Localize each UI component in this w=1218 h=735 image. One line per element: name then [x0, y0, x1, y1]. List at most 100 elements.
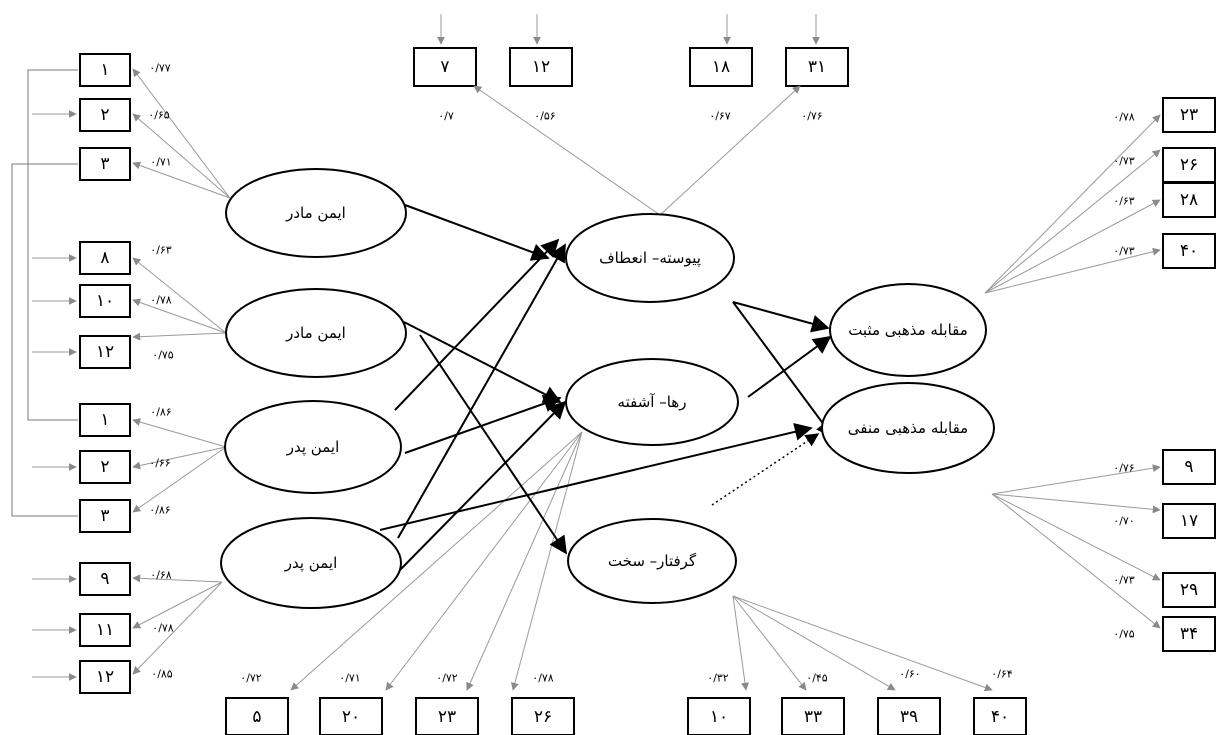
- loading-value: ۰/۷۷: [149, 62, 171, 75]
- left-error-arrows: [32, 110, 77, 681]
- loading-value: ۰/۷۸: [150, 294, 172, 307]
- latent-captured-rigid: گرفتار– سخت: [567, 518, 737, 604]
- latent-father-2: ایمن پدر: [220, 517, 402, 609]
- loading-value: ۰/۷۱: [339, 672, 360, 685]
- svg-text:۱۰: ۱۰: [710, 707, 728, 727]
- svg-text:مقابله مذهبی منفی: مقابله مذهبی منفی: [848, 419, 968, 437]
- bottom-indicator: ۳۳: [781, 697, 845, 735]
- latent-mother-1: ایمن مادر: [225, 168, 407, 258]
- svg-text:۱۸: ۱۸: [712, 57, 730, 77]
- bottom-indicator: ۳۹: [877, 697, 941, 735]
- left-indicator: ۱: [79, 403, 131, 437]
- latent-father-1: ایمن پدر: [224, 400, 402, 494]
- svg-text:۱۲: ۱۲: [96, 342, 114, 362]
- top-indicator: ۳۱: [785, 47, 849, 87]
- covariance-brackets: [11, 69, 78, 517]
- latent-positive-religious-coping: مقابله مذهبی مثبت: [829, 283, 987, 377]
- left-indicator: ۱۰: [79, 284, 131, 318]
- left-indicator: ۱: [79, 53, 131, 87]
- svg-text:۲۶: ۲۶: [534, 707, 552, 727]
- left-indicator: ۱۲: [79, 335, 131, 369]
- loading-value: ۰/۳۲: [707, 672, 729, 685]
- right-indicator: ۲۹: [1162, 572, 1216, 608]
- svg-text:۹: ۹: [100, 569, 109, 589]
- svg-text:پیوسته– انعطاف: پیوسته– انعطاف: [599, 249, 701, 268]
- left-indicator: ۱۲: [79, 660, 131, 694]
- bottom-indicator: ۴۰: [973, 697, 1027, 735]
- loading-value: ۰/۶۳: [1113, 195, 1135, 208]
- loading-value: ۰/۷۲: [240, 672, 262, 685]
- svg-text:۱۱: ۱۱: [96, 620, 114, 640]
- loading-value: ۰/۸۵: [151, 668, 173, 681]
- right-indicator: ۴۰: [1162, 233, 1216, 269]
- svg-text:۱۷: ۱۷: [1180, 511, 1198, 531]
- right-indicator: ۲۸: [1162, 182, 1216, 218]
- loading-value: ۰/۷۸: [152, 622, 174, 635]
- loading-value: ۰/۷۸: [532, 672, 554, 685]
- latent-negative-religious-coping: مقابله مذهبی منفی: [821, 382, 995, 474]
- svg-text:ایمن پدر: ایمن پدر: [284, 554, 338, 573]
- svg-text:۹: ۹: [1184, 457, 1193, 477]
- top-indicator: ۱۸: [689, 47, 753, 87]
- loading-value: ۰/۶۵: [148, 109, 170, 122]
- loading-value: ۰/۷: [438, 110, 454, 123]
- left-indicator: ۲: [79, 98, 131, 132]
- latent-mother-2: ایمن مادر: [225, 288, 407, 378]
- top-loading-lines: [473, 85, 801, 216]
- loading-value: ۰/۶۴: [991, 668, 1013, 681]
- svg-text:۱۲: ۱۲: [96, 667, 114, 687]
- latent-released-disturbed: رها– آشفته: [565, 358, 739, 446]
- loading-value: ۰/۸۶: [150, 406, 171, 419]
- svg-text:۷: ۷: [440, 57, 449, 77]
- left-indicator: ۲: [79, 450, 131, 484]
- loading-value: ۰/۵۶: [534, 110, 555, 123]
- loading-value: ۰/۶۸: [150, 569, 172, 582]
- loading-value: ۰/۶۰: [899, 668, 920, 681]
- svg-text:ایمن مادر: ایمن مادر: [285, 324, 346, 342]
- left-indicator: ۳: [79, 499, 131, 533]
- structural-paths: [379, 204, 835, 571]
- right-indicator: ۱۷: [1162, 503, 1216, 539]
- left-indicator: ۳: [79, 147, 131, 181]
- svg-text:۲۶: ۲۶: [1180, 155, 1198, 175]
- svg-text:گرفتار– سخت: گرفتار– سخت: [608, 552, 697, 570]
- svg-text:۴۰: ۴۰: [991, 707, 1009, 727]
- right-top-loading-lines: [984, 114, 1161, 294]
- loading-value: ۰/۷۵: [1113, 628, 1135, 641]
- svg-text:۳۹: ۳۹: [900, 707, 918, 727]
- svg-text:۱: ۱: [100, 410, 109, 430]
- svg-text:۲۳: ۲۳: [1180, 105, 1198, 125]
- svg-text:۲۸: ۲۸: [1180, 190, 1198, 210]
- left-loading-lines: [132, 68, 231, 675]
- right-indicator: ۹: [1162, 449, 1216, 485]
- right-bottom-loading-lines: [991, 464, 1161, 629]
- left-indicator: ۱۱: [79, 613, 131, 647]
- svg-text:۳۱: ۳۱: [808, 57, 826, 77]
- svg-text:رها– آشفته: رها– آشفته: [618, 393, 687, 411]
- svg-text:۲: ۲: [100, 457, 109, 477]
- loading-value: ۰/۸۶: [149, 504, 170, 517]
- loading-value: ۰/۷۳: [1113, 155, 1135, 168]
- svg-text:۳: ۳: [100, 154, 109, 174]
- loading-value: ۰/۷۳: [1113, 245, 1135, 258]
- loading-value: ۰/۷۰: [1113, 515, 1134, 528]
- svg-text:۳۳: ۳۳: [804, 707, 822, 727]
- loading-value: ۰/۷۵: [152, 349, 174, 362]
- loading-value: ۰/۷۱: [150, 156, 171, 169]
- bottom-loading-lines: [290, 431, 993, 692]
- left-indicator: ۹: [79, 562, 131, 596]
- svg-text:مقابله مذهبی مثبت: مقابله مذهبی مثبت: [848, 321, 968, 339]
- svg-text:۸: ۸: [100, 248, 109, 268]
- svg-text:ایمن پدر: ایمن پدر: [286, 438, 340, 457]
- loading-value: ۰/۴۵: [806, 672, 828, 685]
- svg-text:۱۲: ۱۲: [532, 57, 550, 77]
- loading-value: ۰/۷۲: [436, 672, 458, 685]
- svg-text:۲۳: ۲۳: [438, 707, 456, 727]
- loading-value: ۰/۶۶: [149, 457, 170, 470]
- svg-text:۲: ۲: [100, 105, 109, 125]
- loading-value: ۰/۶۷: [709, 110, 731, 123]
- bottom-indicator: ۲۳: [415, 697, 479, 735]
- svg-text:۵: ۵: [252, 707, 261, 727]
- svg-text:۱۰: ۱۰: [96, 291, 114, 311]
